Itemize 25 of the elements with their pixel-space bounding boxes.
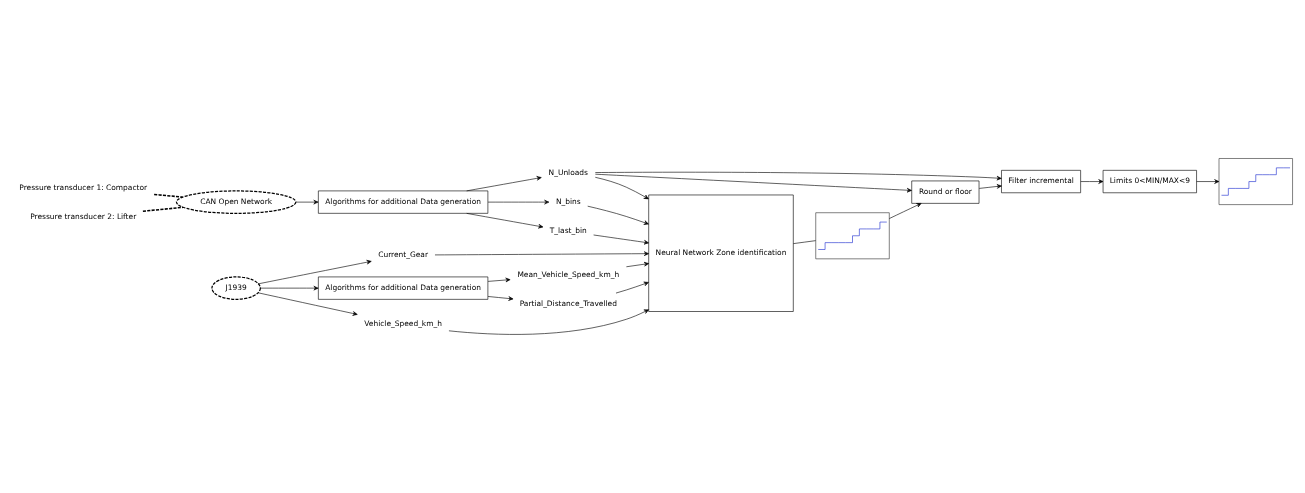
arrow [595, 173, 912, 192]
arrow [257, 292, 358, 316]
arrow [615, 281, 649, 293]
arrow [487, 199, 550, 204]
arrow [434, 250, 649, 256]
arrow [466, 212, 544, 228]
arrow [587, 205, 649, 225]
arrow [295, 199, 319, 204]
arrow [595, 176, 649, 199]
connector [793, 239, 816, 244]
arrow [487, 277, 511, 282]
connector [142, 206, 184, 212]
arrow [979, 183, 1002, 189]
arrow [487, 295, 514, 301]
arrow [1080, 178, 1104, 184]
arrow [258, 259, 372, 284]
arrow [595, 171, 1002, 180]
arrow [626, 261, 649, 267]
arrow [466, 175, 542, 191]
arrow [889, 202, 922, 219]
arrow [448, 308, 649, 335]
arrow [260, 285, 319, 290]
arrow [1196, 178, 1220, 184]
connector [153, 193, 184, 198]
arrow [593, 234, 649, 245]
